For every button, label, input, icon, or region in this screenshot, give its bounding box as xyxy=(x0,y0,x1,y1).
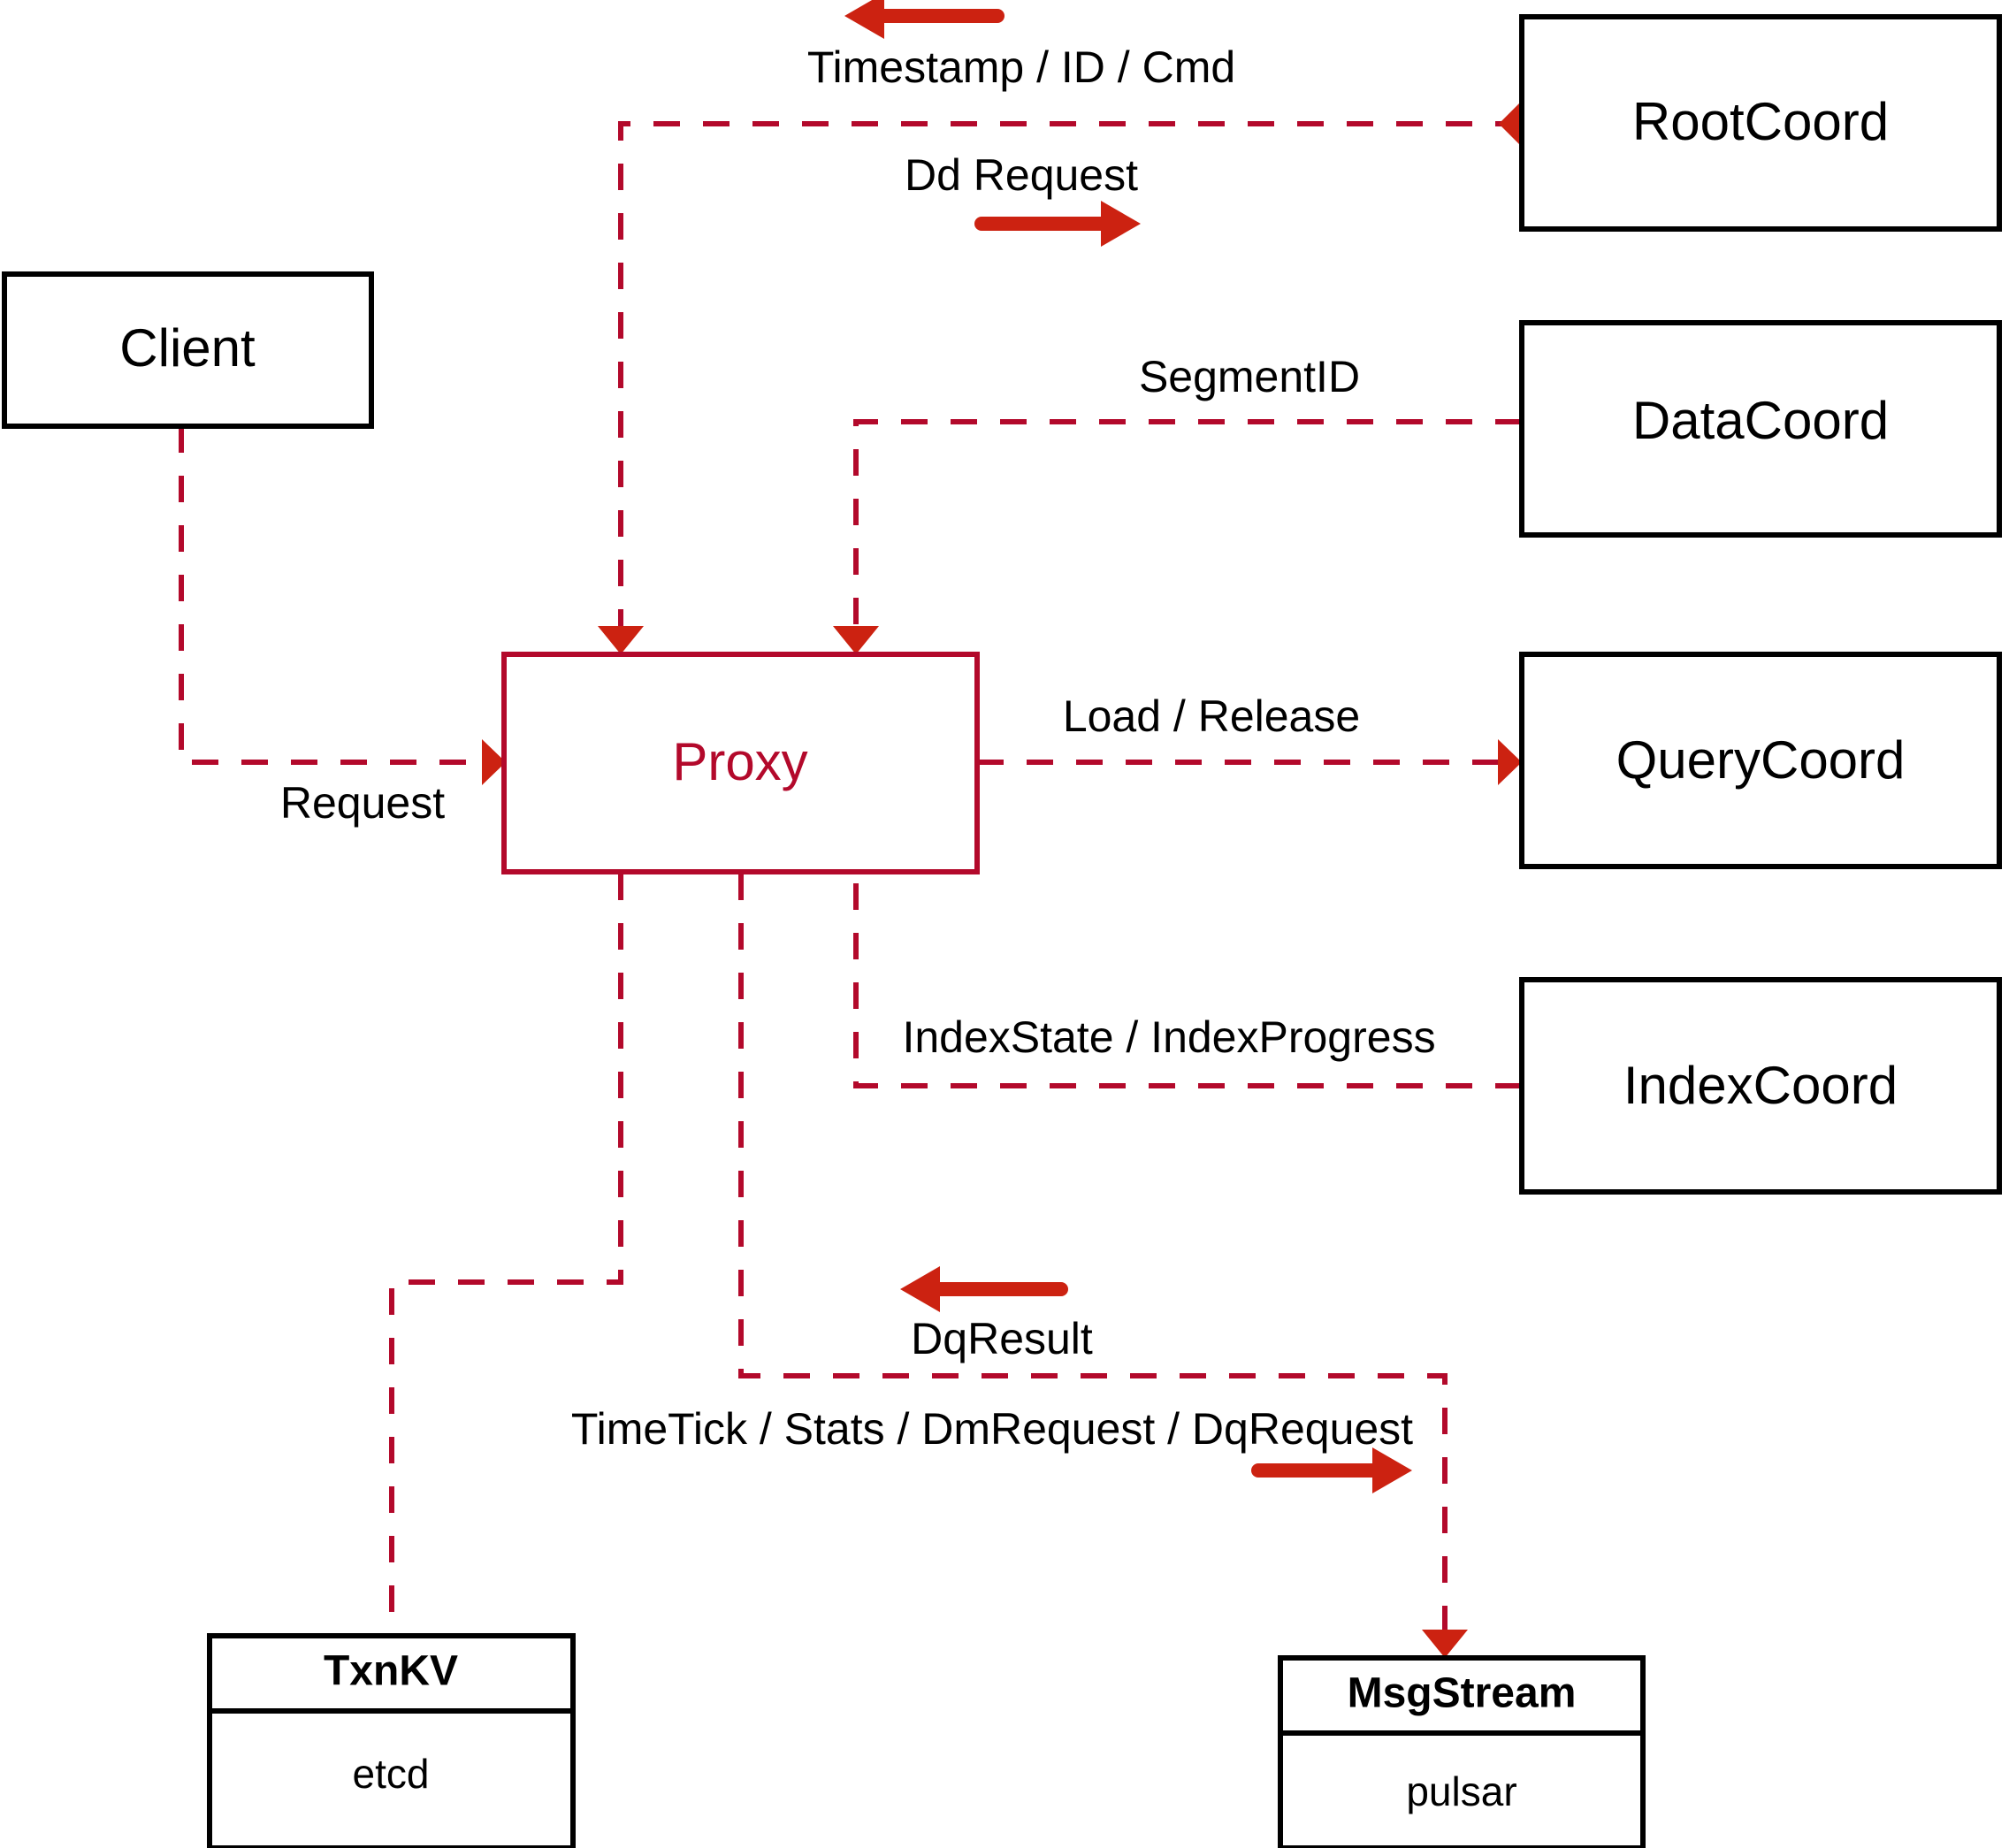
edge-indexcoord-to-proxy xyxy=(853,874,1522,1088)
flow-arrow-timetick-head xyxy=(1372,1447,1412,1493)
node-txnkv-label: TxnKV xyxy=(324,1648,458,1695)
edge-proxy-to-msgstream xyxy=(738,874,1448,1630)
edge-label-index-state-progress: IndexState / IndexProgress xyxy=(902,1012,1435,1062)
edge-client-to-proxy xyxy=(179,426,482,765)
flow-arrow-dqresult-head xyxy=(900,1266,940,1312)
node-querycoord[interactable] xyxy=(1519,652,2002,869)
node-txnkv[interactable] xyxy=(207,1633,576,1848)
edge-datacoord-to-proxy-arrowhead xyxy=(833,626,879,654)
edge-label-load-release: Load / Release xyxy=(1063,691,1360,741)
node-client[interactable] xyxy=(2,271,374,429)
node-datacoord-label: DataCoord xyxy=(1632,391,1889,450)
edge-proxy-to-querycoord-arrowhead xyxy=(1498,739,1522,785)
edge-label-request: Request xyxy=(280,778,445,828)
edge-client-to-proxy-arrowhead xyxy=(482,739,506,785)
node-proxy-label: Proxy xyxy=(672,732,807,791)
node-indexcoord-label: IndexCoord xyxy=(1623,1056,1898,1115)
edge-label-dd-request: Dd Request xyxy=(905,150,1138,200)
edge-label-timestamp-id-cmd: Timestamp / ID / Cmd xyxy=(807,42,1235,92)
node-indexcoord[interactable] xyxy=(1519,977,2002,1195)
edge-label-segment-id: SegmentID xyxy=(1139,352,1360,401)
node-msgstream-sublabel: pulsar xyxy=(1406,1768,1516,1814)
flow-arrow-ddrequest-head xyxy=(1101,201,1141,247)
edge-rootcoord-to-proxy-arrowhead xyxy=(598,626,644,654)
node-querycoord-label: QueryCoord xyxy=(1616,730,1906,790)
node-datacoord[interactable] xyxy=(1519,320,2002,538)
node-rootcoord-label: RootCoord xyxy=(1632,92,1889,151)
node-proxy[interactable] xyxy=(501,652,980,874)
edge-rootcoord-to-proxy xyxy=(618,121,1522,626)
edge-proxy-to-rootcoord-arrowhead xyxy=(1499,101,1522,147)
edge-datacoord-to-proxy xyxy=(853,419,1522,626)
node-rootcoord[interactable] xyxy=(1519,14,2002,232)
edge-proxy-to-txnkv xyxy=(389,874,623,1636)
node-txnkv-sublabel: etcd xyxy=(353,1751,430,1797)
node-msgstream-label: MsgStream xyxy=(1348,1670,1577,1717)
edge-label-timetick-stats: TimeTick / Stats / DmRequest / DqRequest xyxy=(571,1404,1413,1454)
node-client-label: Client xyxy=(119,318,256,378)
flow-arrow-timestamp-head xyxy=(844,0,884,39)
edge-proxy-to-msgstream-arrowhead xyxy=(1422,1630,1468,1658)
node-msgstream[interactable] xyxy=(1278,1655,1646,1848)
edge-label-dq-result: DqResult xyxy=(911,1314,1093,1363)
